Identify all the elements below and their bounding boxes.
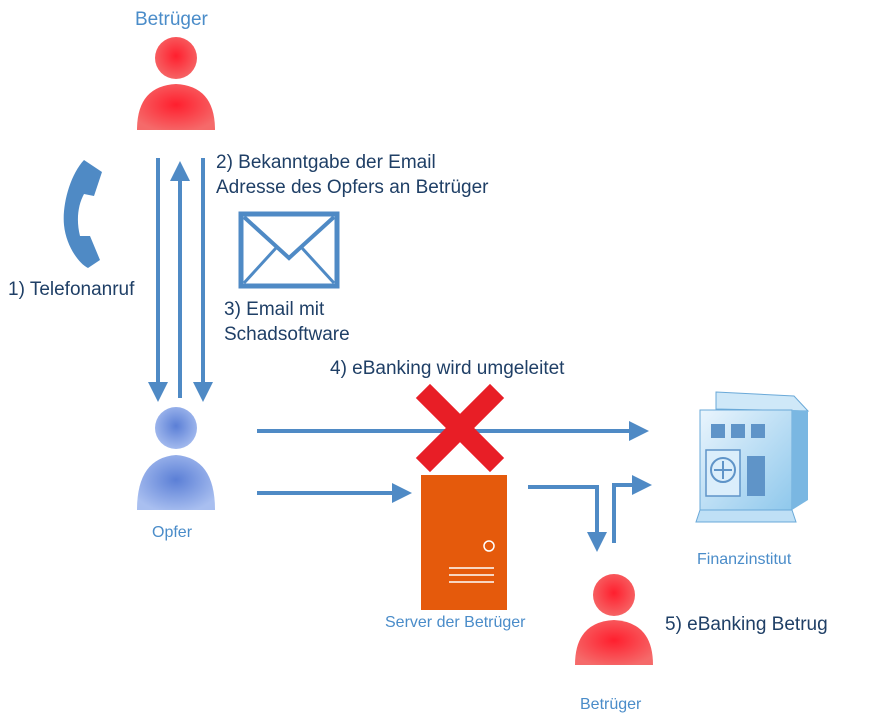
fraudster-top-label: Betrüger [135,9,208,30]
step-2-line-1: 2) Bekanntgabe der Email [216,152,436,173]
bank-building-icon [695,391,810,523]
phone-icon [63,160,102,268]
envelope-icon [238,211,340,289]
red-x-icon [415,383,505,473]
step-2-line-2: Adresse des Opfers an Betrüger [216,177,489,198]
step-3-line-1: 3) Email mit [224,299,325,320]
vertical-arrows [148,158,213,402]
server-label: Server der Betrüger [385,614,526,631]
step-1-label: 1) Telefonanruf [8,279,135,300]
step-5-label: 5) eBanking Betrug [665,614,828,635]
fraudster-top-icon [137,37,215,130]
step-4-label: 4) eBanking wird umgeleitet [330,358,565,379]
fraudster-bottom-icon [575,574,653,665]
victim-icon [137,407,215,510]
victim-label: Opfer [152,524,193,541]
step-3-line-2: Schadsoftware [224,324,350,345]
bank-label: Finanzinstitut [697,551,792,568]
fraudster-bottom-label: Betrüger [580,696,642,713]
server-arrows [528,475,652,552]
server-icon [421,475,507,610]
